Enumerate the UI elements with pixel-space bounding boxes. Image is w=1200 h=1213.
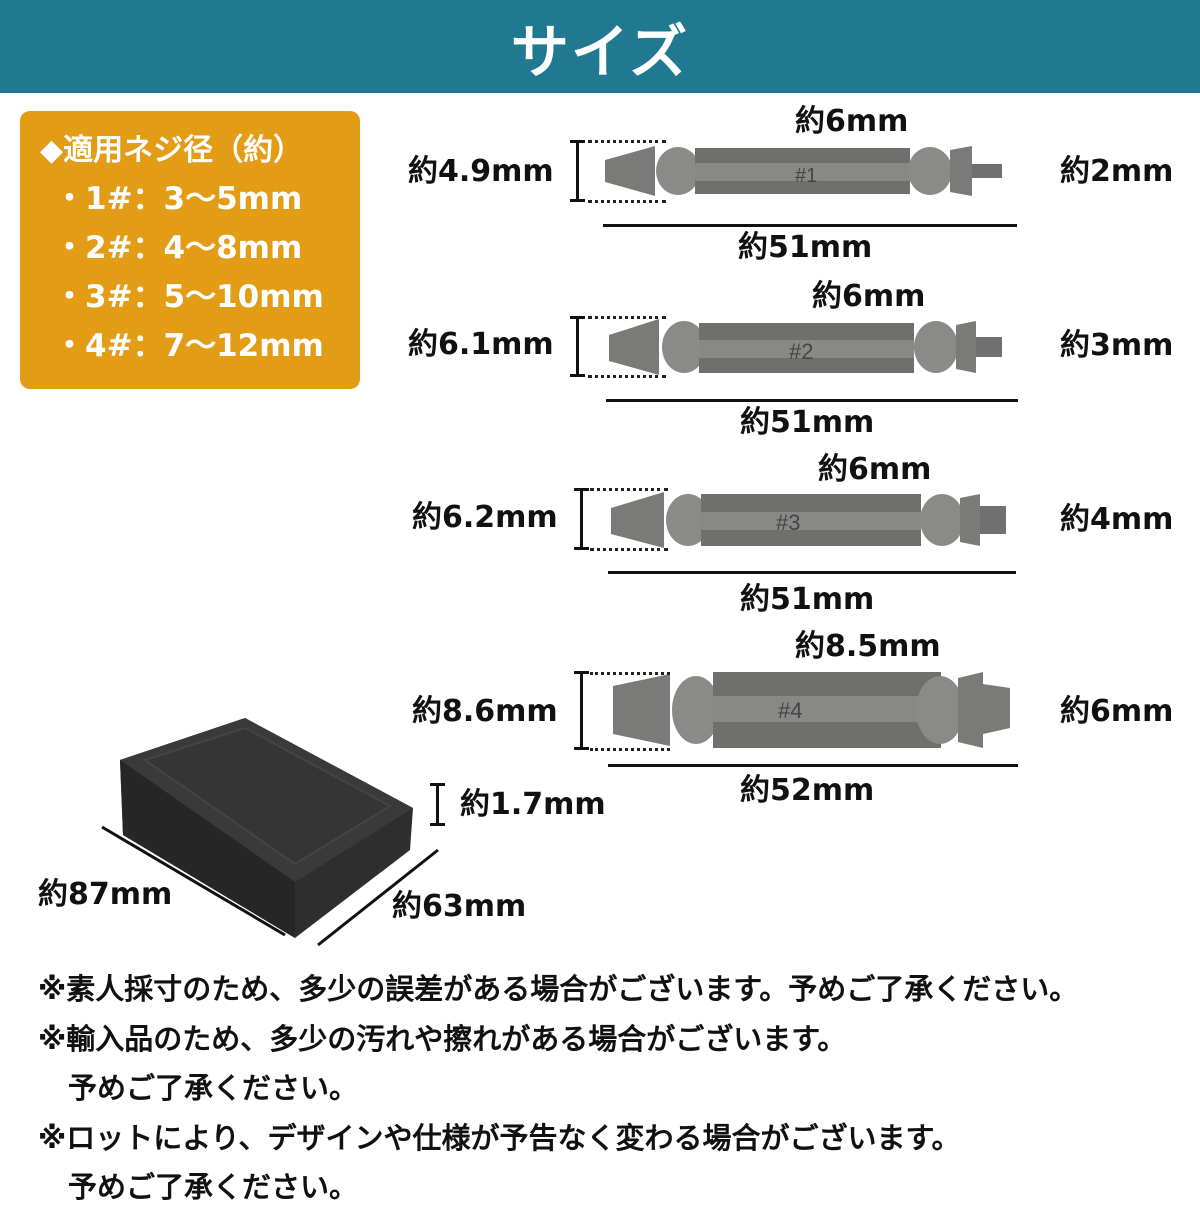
title-banner: サイズ bbox=[0, 0, 1200, 93]
spec-row-3: ・3#：5〜10mm bbox=[54, 279, 324, 315]
extractor-bit-3-image: #3 bbox=[611, 492, 1006, 548]
spec-row-2: ・2#：4〜8mm bbox=[54, 230, 303, 266]
bit-4-left-diameter: 約8.6mm bbox=[412, 694, 558, 729]
note-3-cont: 予めご了承ください。 bbox=[68, 1170, 359, 1204]
spec-row-1: ・1#：3〜5mm bbox=[54, 181, 303, 217]
bit-1-left-diameter: 約4.9mm bbox=[408, 154, 554, 189]
svg-text:#4: #4 bbox=[778, 698, 802, 723]
disclaimer-notes: ※素人採寸のため、多少の誤差がある場合がございます。予めご了承ください。 ※輸入… bbox=[38, 965, 1078, 1213]
case-width: 約87mm bbox=[38, 877, 173, 912]
svg-text:#1: #1 bbox=[795, 165, 817, 187]
note-2: ※輸入品のため、多少の汚れや擦れがある場合がございます。 bbox=[38, 1021, 847, 1056]
note-2-cont: 予めご了承ください。 bbox=[68, 1071, 359, 1105]
page-title: サイズ bbox=[510, 17, 690, 86]
spec-row-4: ・4#：7〜12mm bbox=[54, 328, 324, 364]
spec-box-title: ◆適用ネジ径（約） bbox=[40, 133, 304, 168]
bit-3-left-diameter: 約6.2mm bbox=[412, 500, 558, 535]
bit-3-length: 約51mm bbox=[740, 582, 875, 617]
bit-2-right-diameter: 約3mm bbox=[1060, 328, 1174, 363]
bit-3-right-diameter: 約4mm bbox=[1060, 502, 1174, 537]
applicable-screw-spec-box: ◆適用ネジ径（約） ・1#：3〜5mm ・2#：4〜8mm ・3#：5〜10mm… bbox=[20, 111, 360, 389]
bit-2-length: 約51mm bbox=[740, 405, 875, 440]
bit-2-hex-width: 約6mm bbox=[812, 279, 926, 314]
case-height: 約1.7mm bbox=[460, 787, 606, 822]
bit-1-right-diameter: 約2mm bbox=[1060, 154, 1174, 189]
bit-3-hex-width: 約6mm bbox=[818, 452, 932, 487]
storage-case-image bbox=[120, 718, 413, 938]
bit-1-hex-width: 約6mm bbox=[795, 104, 909, 139]
bit-2-left-diameter: 約6.1mm bbox=[408, 327, 554, 362]
bit-4-hex-width: 約8.5mm bbox=[795, 629, 941, 664]
extractor-bit-2-image: #2 bbox=[609, 319, 1002, 375]
case-dimension-lines bbox=[101, 825, 439, 947]
extractor-bit-1-image: #1 bbox=[605, 146, 1002, 196]
bit-1-length: 約51mm bbox=[738, 230, 873, 265]
svg-text:#2: #2 bbox=[789, 339, 813, 364]
note-3: ※ロットにより、デザインや仕様が予告なく変わる場合がございます。 bbox=[38, 1120, 961, 1155]
extractor-bit-4-image: #4 bbox=[613, 672, 1010, 748]
bit-4-length: 約52mm bbox=[740, 773, 875, 808]
case-depth: 約63mm bbox=[392, 889, 527, 924]
note-1: ※素人採寸のため、多少の誤差がある場合がございます。予めご了承ください。 bbox=[38, 972, 1079, 1006]
bit-4-right-diameter: 約6mm bbox=[1060, 694, 1174, 729]
svg-text:#3: #3 bbox=[776, 510, 800, 535]
